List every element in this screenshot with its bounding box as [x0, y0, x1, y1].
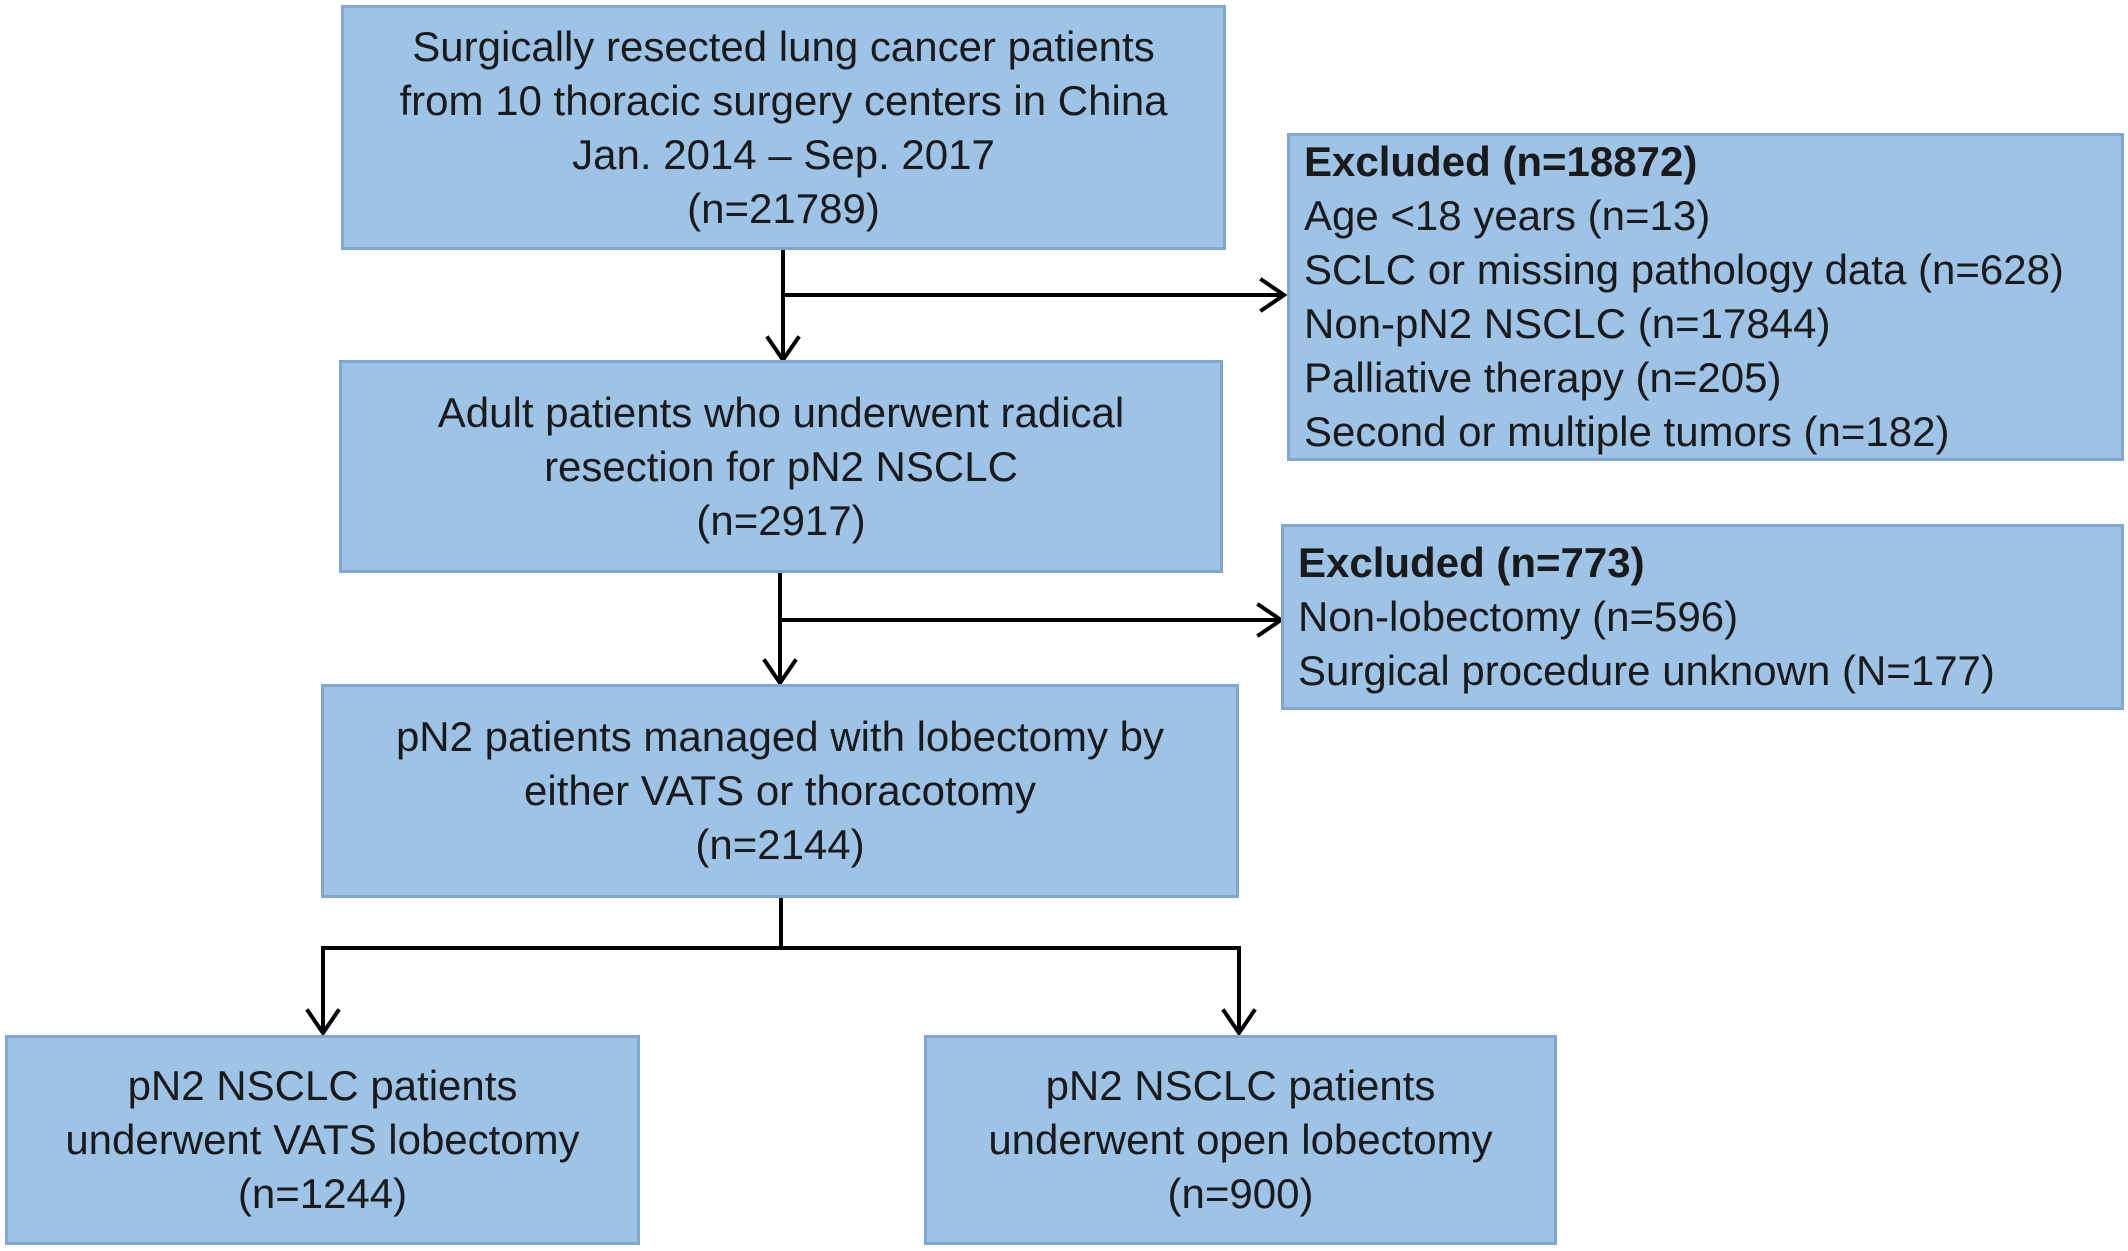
box-lobectomy-line-2: either VATS or thoracotomy	[524, 767, 1036, 814]
box-open-line-2: underwent open lobectomy	[988, 1116, 1493, 1163]
box-vats-line-3: (n=1244)	[237, 1170, 408, 1217]
box-vats-line-2: underwent VATS lobectomy	[65, 1116, 580, 1163]
excluded-1-item: Palliative therapy (n=205)	[1304, 354, 1782, 401]
excluded-1-item: Age <18 years (n=13)	[1304, 192, 1711, 239]
box-adult-line-2: resection for pN2 NSCLC	[544, 442, 1018, 490]
box-lobectomy-line-1: pN2 patients managed with lobectomy by	[395, 713, 1165, 760]
box-initial-line-2: from 10 thoracic surgery centers in Chin…	[399, 76, 1168, 124]
excluded-1-item: Second or multiple tumors (n=182)	[1304, 408, 1950, 455]
excluded-1-item: Non-pN2 NSCLC (n=17844)	[1304, 300, 1831, 347]
box-open-line-3: (n=900)	[1167, 1170, 1314, 1217]
box-excluded-2: Excluded (n=773) Non-lobectomy (n=596) S…	[1281, 524, 2124, 710]
box-open: pN2 NSCLC patients underwent open lobect…	[924, 1035, 1557, 1245]
box-initial-cohort: Surgically resected lung cancer patients…	[341, 5, 1226, 250]
arrowhead-b5	[1221, 1008, 1257, 1037]
box-adult-line-1: Adult patients who underwent radical	[437, 388, 1125, 436]
box-adult-line-3: (n=2917)	[696, 496, 866, 544]
box-initial-line-4: (n=21789)	[687, 184, 880, 232]
excluded-2-item: Surgical procedure unknown (N=177)	[1298, 647, 1995, 694]
arrowhead-b4	[305, 1008, 341, 1037]
box-adult-pn2: Adult patients who underwent radical res…	[339, 360, 1223, 573]
arrowhead-excluded1	[1259, 277, 1288, 313]
excluded-1-item: SCLC or missing pathology data (n=628)	[1304, 246, 2064, 293]
box-vats: pN2 NSCLC patients underwent VATS lobect…	[5, 1035, 640, 1245]
excluded-2-item: Non-lobectomy (n=596)	[1298, 593, 1739, 640]
box-lobectomy: pN2 patients managed with lobectomy by e…	[321, 684, 1239, 898]
box-initial-line-1: Surgically resected lung cancer patients	[412, 22, 1155, 70]
excluded-2-title: Excluded (n=773)	[1298, 539, 1645, 586]
box-excluded-1: Excluded (n=18872) Age <18 years (n=13) …	[1287, 133, 2124, 461]
excluded-1-title: Excluded (n=18872)	[1304, 138, 1698, 185]
box-vats-line-1: pN2 NSCLC patients	[127, 1062, 518, 1109]
box-initial-line-3: Jan. 2014 – Sep. 2017	[572, 130, 995, 178]
arrowhead-b3	[762, 658, 798, 687]
box-lobectomy-line-3: (n=2144)	[695, 821, 865, 868]
box-open-line-1: pN2 NSCLC patients	[1045, 1062, 1436, 1109]
